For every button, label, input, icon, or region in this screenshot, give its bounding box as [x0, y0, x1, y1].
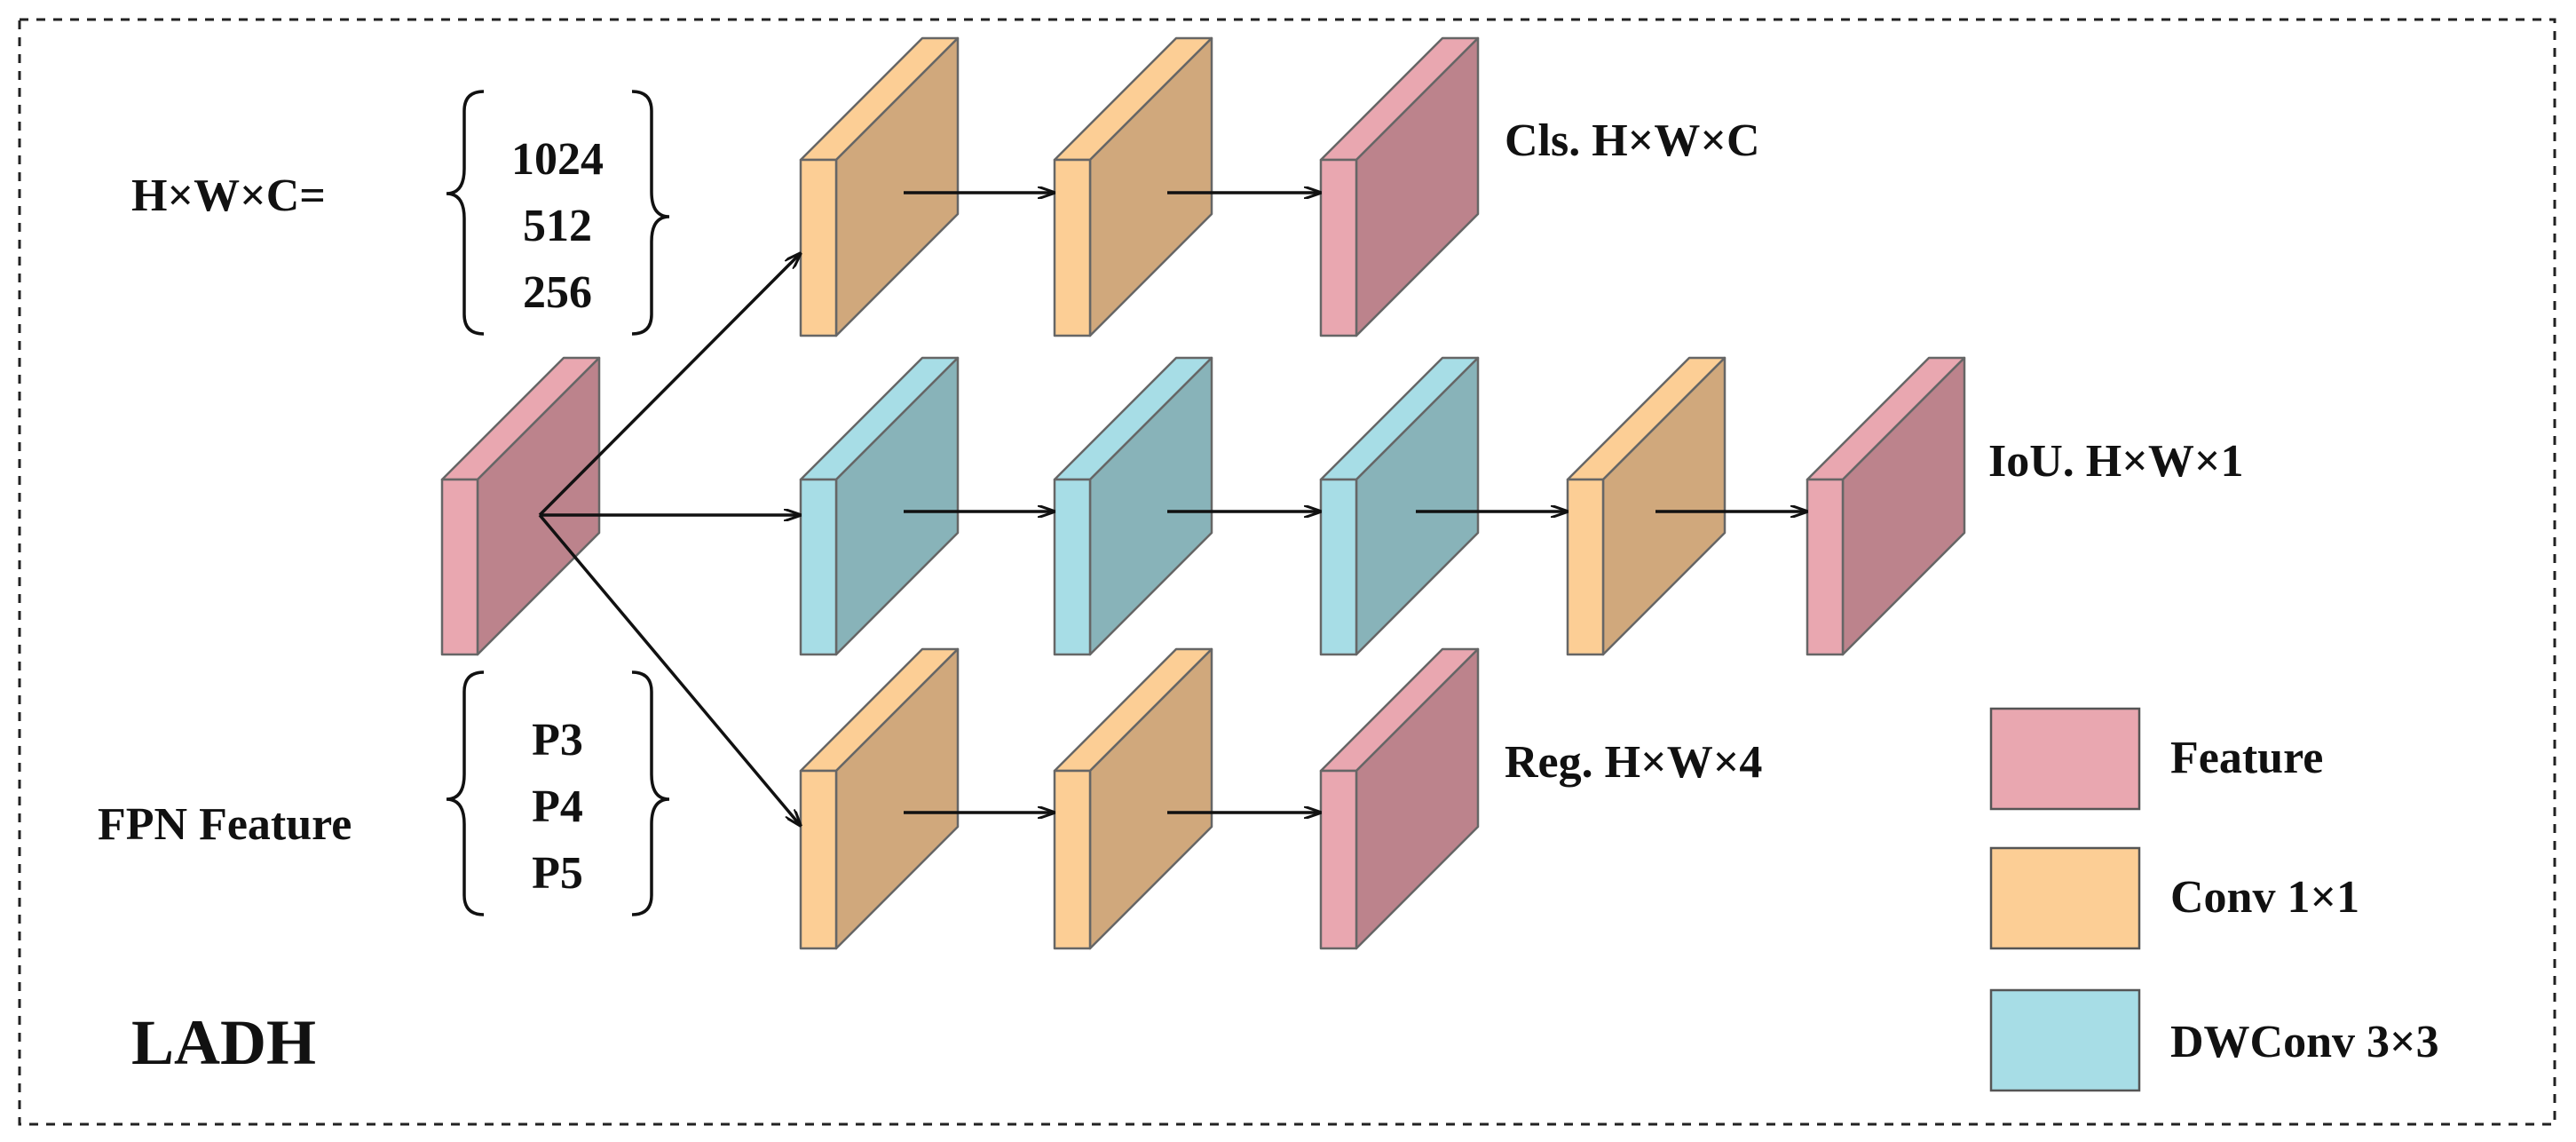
block-reg-conv-1 — [799, 647, 960, 950]
dims-value-2: 512 — [523, 201, 592, 251]
iou-output-label: IoU. H×W×1 — [1988, 436, 2244, 487]
block-iou-conv-front — [1566, 478, 1605, 656]
left-brace-dims — [446, 90, 485, 336]
input-dims-label: H×W×C= — [131, 171, 326, 221]
block-cls-feature-front — [1319, 158, 1358, 337]
block-reg-feature — [1319, 647, 1480, 950]
arrow-input-to-reg — [538, 513, 801, 826]
legend: Feature Conv 1×1 DWConv 3×3 — [1989, 707, 2439, 1092]
block-reg-conv-2 — [1053, 647, 1213, 950]
fpn-level-p3: P3 — [532, 715, 583, 765]
dims-value-1: 1024 — [511, 134, 604, 185]
legend-label-conv: Conv 1×1 — [2170, 872, 2359, 923]
block-iou-dwconv-3 — [1319, 356, 1480, 656]
legend-swatch-dwconv — [1989, 988, 2141, 1092]
block-iou-dwconv-2-front — [1053, 478, 1092, 656]
block-iou-dwconv-2 — [1053, 356, 1213, 656]
legend-swatch-conv — [1989, 846, 2141, 950]
dashed-border — [18, 18, 2556, 1126]
right-brace-dims — [631, 90, 670, 336]
legend-label-feature: Feature — [2170, 733, 2323, 783]
block-iou-conv — [1566, 356, 1727, 656]
fpn-level-p5: P5 — [532, 848, 583, 899]
dims-value-3: 256 — [523, 267, 592, 318]
block-cls-feature — [1319, 36, 1480, 337]
block-iou-feature — [1806, 356, 1966, 656]
block-reg-feature-front — [1319, 769, 1358, 950]
fpn-level-p4: P4 — [532, 781, 583, 832]
cls-output-label: Cls. H×W×C — [1505, 115, 1760, 166]
feature-blocks — [440, 36, 1966, 950]
block-input-feature-front — [440, 478, 479, 656]
block-reg-conv-2-front — [1053, 769, 1092, 950]
block-cls-conv-1-front — [799, 158, 838, 337]
block-cls-conv-1 — [799, 36, 960, 337]
block-iou-dwconv-1 — [799, 356, 960, 656]
arrow-input-to-cls — [538, 253, 801, 517]
block-cls-conv-2-front — [1053, 158, 1092, 337]
connectors — [538, 193, 1807, 826]
fpn-feature-label: FPN Feature — [98, 799, 352, 850]
block-iou-dwconv-3-front — [1319, 478, 1358, 656]
block-iou-feature-front — [1806, 478, 1845, 656]
left-brace-fpn — [446, 670, 485, 916]
block-iou-dwconv-1-front — [799, 478, 838, 656]
diagram-title: LADH — [131, 1007, 316, 1078]
block-reg-conv-1-front — [799, 769, 838, 950]
reg-output-label: Reg. H×W×4 — [1505, 737, 1762, 788]
block-cls-conv-2 — [1053, 36, 1213, 337]
block-input-feature — [440, 356, 601, 656]
legend-swatch-feature — [1989, 707, 2141, 811]
right-brace-fpn — [631, 670, 670, 916]
legend-label-dwconv: DWConv 3×3 — [2170, 1017, 2439, 1067]
